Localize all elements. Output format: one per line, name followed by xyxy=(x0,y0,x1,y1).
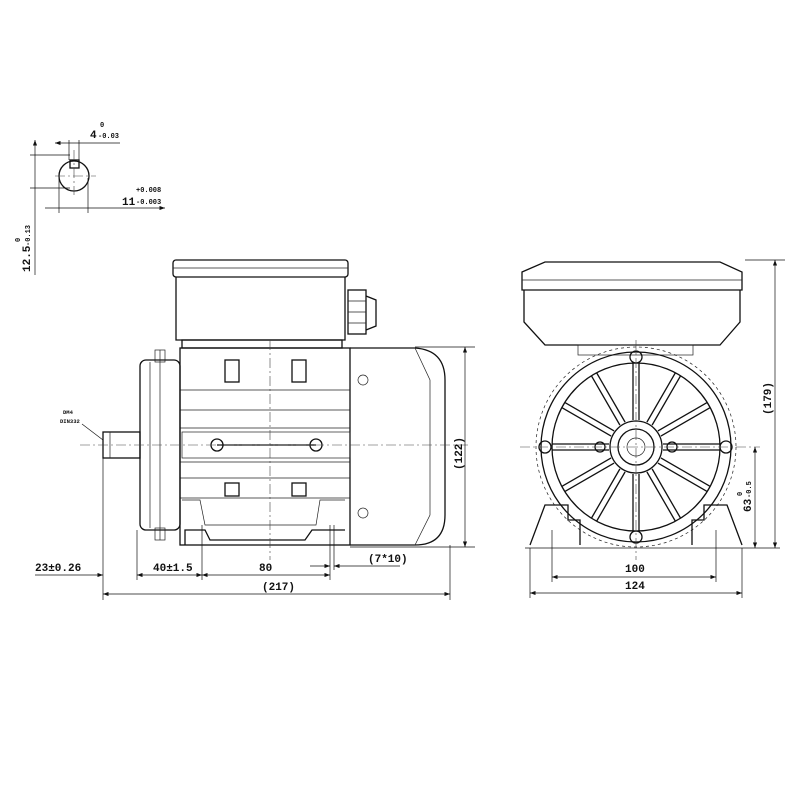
terminal-box-side xyxy=(172,259,377,349)
foot-hole-spacing-front-dim: 100 xyxy=(625,564,645,576)
rib-line xyxy=(596,372,626,423)
center-hole-label: DM4 xyxy=(63,409,74,416)
rib-line xyxy=(660,457,711,487)
side-view: DM4 DIN332 (122) 23±0.26 40±1.5 80 (7*10… xyxy=(35,259,475,600)
rib-line xyxy=(564,401,615,432)
key-height-upper-tol: 0 xyxy=(15,238,23,242)
rib-line xyxy=(646,471,676,522)
center-hole-standard-label: DIN332 xyxy=(60,418,80,425)
height-dim: (122) xyxy=(454,437,466,470)
shaft-diameter-lower-tol: -0.003 xyxy=(136,199,161,207)
rib-line xyxy=(657,462,708,493)
overall-height-dim: (179) xyxy=(763,382,775,415)
fan-cover-side xyxy=(350,347,446,546)
front-view: (179) 63 0 -0.5 100 124 xyxy=(520,259,785,598)
key-height-lower-tol: -0.13 xyxy=(25,225,33,246)
rib-line xyxy=(657,401,708,432)
key-height-dim: 12.5 xyxy=(22,245,34,272)
shaft-height-lower-tol: -0.5 xyxy=(746,481,754,498)
flange-to-foot-dim: 40±1.5 xyxy=(153,563,193,575)
shaft-length-dim: 23±0.26 xyxy=(35,563,81,575)
shaft-height-dim: 63 xyxy=(743,498,755,512)
overall-length-dim: (217) xyxy=(262,582,295,594)
keyway xyxy=(69,159,80,169)
rib-line xyxy=(561,457,612,487)
rib-line xyxy=(596,471,626,522)
rib-line xyxy=(651,375,682,426)
foot-width-dim: 124 xyxy=(625,581,645,593)
rib-line xyxy=(590,468,621,519)
rib-line xyxy=(646,372,676,423)
motor-body-side xyxy=(179,347,351,546)
key-width-lower-tol: -0.03 xyxy=(98,133,119,141)
rib-line xyxy=(651,468,682,519)
shaft-diameter-upper-tol: +0.008 xyxy=(136,187,161,195)
rib-line xyxy=(564,462,615,493)
key-width-dim: 4 xyxy=(90,130,97,142)
foot-hole-spacing-dim: 80 xyxy=(259,563,272,575)
rib-line xyxy=(660,407,711,437)
rib-line xyxy=(561,407,612,437)
end-shield-ribs xyxy=(552,363,720,531)
key-width-upper-tol: 0 xyxy=(100,122,104,130)
shaft-height-upper-tol: 0 xyxy=(737,492,745,496)
foot-slot-dim: (7*10) xyxy=(368,554,408,566)
shaft-diameter-dim: 11 xyxy=(122,197,136,209)
shaft-section-detail: 4 0 -0.03 11 +0.008 -0.003 12.5 0 -0.13 xyxy=(15,122,165,275)
feet-front xyxy=(525,504,780,549)
terminal-box-front xyxy=(521,261,743,346)
rib-line xyxy=(590,375,621,426)
